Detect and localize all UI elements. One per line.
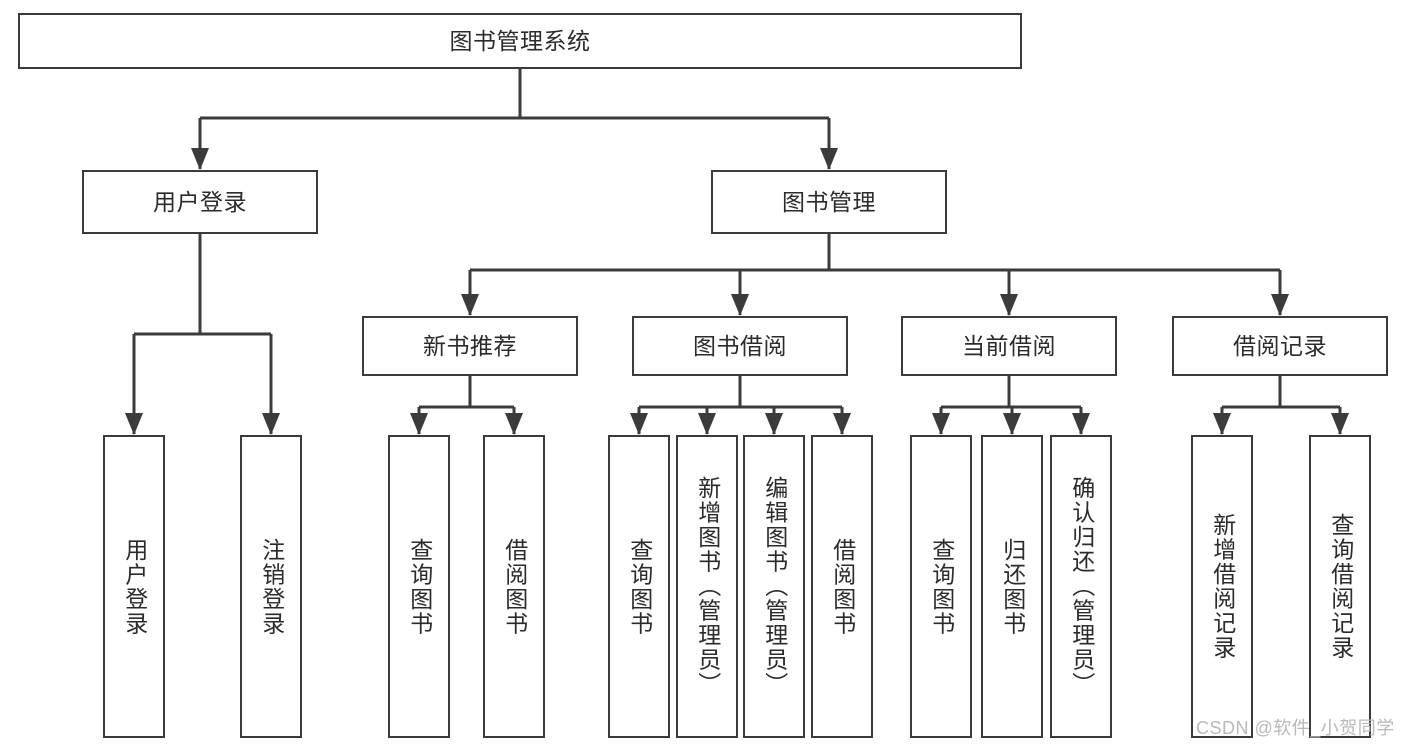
- node-new-book-rec[interactable]: 新书推荐: [362, 316, 578, 376]
- node-label-leaf-user-login: 用户登录: [121, 537, 148, 636]
- node-book-manage[interactable]: 图书管理: [711, 170, 947, 234]
- node-label-leaf-borrow-book-2: 借阅图书: [829, 537, 856, 636]
- arrow-head-leaf-edit-book: [765, 413, 783, 435]
- node-leaf-return-book[interactable]: 归还图书: [981, 435, 1043, 738]
- node-label-leaf-return-book: 归还图书: [999, 537, 1026, 636]
- node-label-leaf-query-book-2: 查询图书: [626, 537, 653, 636]
- arrow-head-book-borrow: [731, 294, 749, 316]
- node-borrow-record[interactable]: 借阅记录: [1172, 316, 1388, 376]
- node-label-leaf-confirm-return: 确认归还（管理员）: [1068, 476, 1095, 697]
- arrow-head-new-book-rec: [461, 294, 479, 316]
- arrow-head-leaf-borrow-book-1: [505, 413, 523, 435]
- node-label-book-borrow: 图书借阅: [693, 332, 787, 359]
- node-label-new-book-rec: 新书推荐: [423, 332, 517, 359]
- node-leaf-add-record[interactable]: 新增借阅记录: [1191, 435, 1253, 738]
- node-label-leaf-edit-book: 编辑图书（管理员）: [761, 476, 788, 697]
- node-leaf-confirm-return[interactable]: 确认归还（管理员）: [1050, 435, 1112, 738]
- node-leaf-query-book-2[interactable]: 查询图书: [608, 435, 670, 738]
- node-leaf-borrow-book-2[interactable]: 借阅图书: [811, 435, 873, 738]
- node-book-borrow[interactable]: 图书借阅: [632, 316, 848, 376]
- node-current-borrow[interactable]: 当前借阅: [901, 316, 1117, 376]
- arrow-head-borrow-record: [1271, 294, 1289, 316]
- node-leaf-borrow-book-1[interactable]: 借阅图书: [483, 435, 545, 738]
- node-label-leaf-add-record: 新增借阅记录: [1209, 513, 1236, 660]
- arrow-head-current-borrow: [1000, 294, 1018, 316]
- arrow-head-leaf-query-book-2: [630, 413, 648, 435]
- arrow-head-leaf-user-login: [125, 413, 143, 435]
- arrow-head-leaf-query-book-3: [932, 413, 950, 435]
- arrow-head-user-login: [191, 148, 209, 170]
- node-leaf-add-book[interactable]: 新增图书（管理员）: [676, 435, 738, 738]
- node-label-book-manage: 图书管理: [782, 188, 876, 215]
- arrow-head-leaf-query-record: [1331, 413, 1349, 435]
- node-leaf-query-record[interactable]: 查询借阅记录: [1309, 435, 1371, 738]
- node-label-root: 图书管理系统: [449, 27, 591, 54]
- arrow-head-leaf-add-book: [698, 413, 716, 435]
- arrow-head-leaf-query-book-1: [410, 413, 428, 435]
- node-label-leaf-query-book-3: 查询图书: [928, 537, 955, 636]
- arrow-head-leaf-return-book: [1003, 413, 1021, 435]
- node-label-borrow-record: 借阅记录: [1233, 332, 1327, 359]
- node-leaf-user-login[interactable]: 用户登录: [103, 435, 165, 738]
- arrow-head-leaf-confirm-return: [1072, 413, 1090, 435]
- arrow-head-leaf-user-logout: [262, 413, 280, 435]
- node-leaf-edit-book[interactable]: 编辑图书（管理员）: [743, 435, 805, 738]
- node-user-login[interactable]: 用户登录: [82, 170, 318, 234]
- node-label-leaf-add-book: 新增图书（管理员）: [694, 476, 721, 697]
- node-label-leaf-query-record: 查询借阅记录: [1327, 513, 1354, 660]
- node-label-current-borrow: 当前借阅: [962, 332, 1056, 359]
- node-label-leaf-user-logout: 注销登录: [258, 537, 285, 636]
- node-leaf-query-book-1[interactable]: 查询图书: [388, 435, 450, 738]
- arrow-head-leaf-add-record: [1213, 413, 1231, 435]
- node-label-leaf-borrow-book-1: 借阅图书: [501, 537, 528, 636]
- node-leaf-user-logout[interactable]: 注销登录: [240, 435, 302, 738]
- node-leaf-query-book-3[interactable]: 查询图书: [910, 435, 972, 738]
- node-label-user-login: 用户登录: [153, 188, 247, 215]
- arrow-head-leaf-borrow-book-2: [833, 413, 851, 435]
- arrow-head-book-manage: [820, 148, 838, 170]
- node-label-leaf-query-book-1: 查询图书: [406, 537, 433, 636]
- node-root[interactable]: 图书管理系统: [18, 13, 1022, 69]
